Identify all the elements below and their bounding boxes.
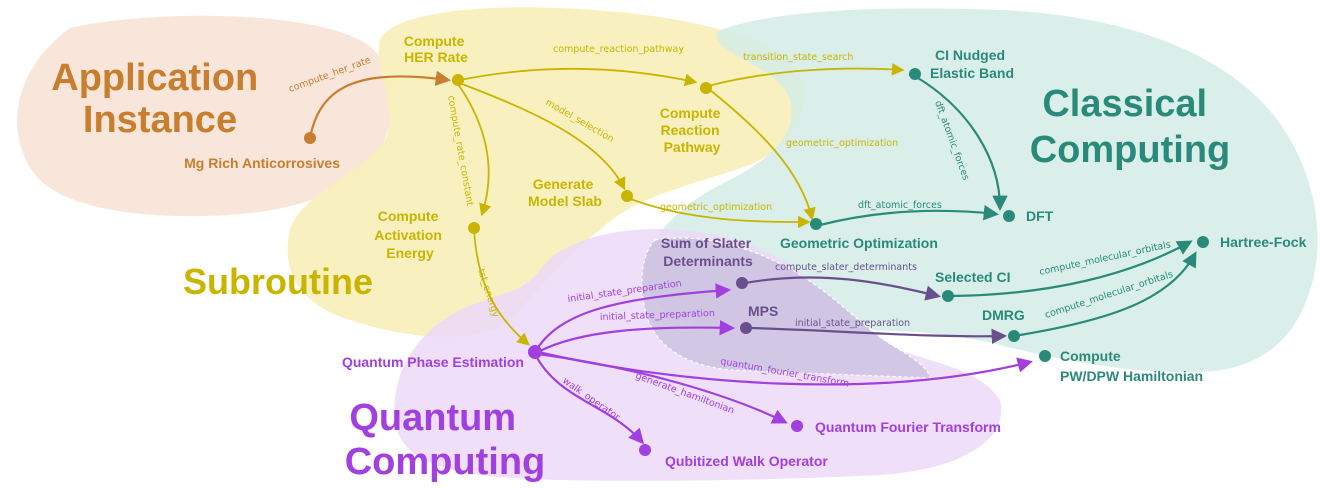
node-label-pw-dpw: Compute PW/DPW Hamiltonian [1060,348,1203,384]
node-hartree-fock[interactable] [1197,236,1209,248]
classical-region-title: Classical Computing [1030,83,1231,171]
edge-compute-rate-constant [457,83,492,217]
edge-tst-energy [473,229,530,346]
subroutine-region-title: Subroutine [183,261,373,302]
node-slater[interactable] [736,277,748,289]
edge-initial-state-preparation-3 [748,326,1008,345]
node-label-qpe: Quantum Phase Estimation [342,354,524,370]
node-mg-rich[interactable] [304,132,316,144]
node-model-slab[interactable] [621,190,633,202]
edge-initial-state-preparation-1 [534,283,732,353]
node-label-ci-neb: CI Nudged Elastic Band [930,47,1014,81]
edge-label-geometric-optimization-2: geometric_optimization [660,202,772,213]
node-label-mg-rich: Mg Rich Anticorrosives [184,155,340,171]
edge-geometric-optimization-1 [709,89,816,221]
edge-dft-atomic-forces-1 [917,77,1008,212]
node-label-selected-ci: Selected CI [935,269,1010,285]
node-dmrg[interactable] [1008,330,1020,342]
classical-region [646,8,1318,373]
edge-compute-reaction-pathway [459,68,698,87]
node-selected-ci[interactable] [942,290,954,302]
node-qpe[interactable] [528,345,542,359]
edge-model-selection [461,83,626,191]
node-label-reaction-pathway: Compute Reaction Pathway [660,105,725,155]
node-ci-neb[interactable] [909,68,921,80]
edge-compute-her-rate [308,70,452,139]
subroutine-region [287,7,805,337]
node-pw-dpw[interactable] [1039,350,1051,362]
node-qft[interactable] [791,420,803,432]
edge-compute-molecular-orbitals-2 [1019,251,1197,337]
edge-transition-state-search [707,63,905,87]
edge-label-initial-state-preparation-2: initial_state_preparation [600,308,715,323]
edge-label-geometric-optimization-1: geometric_optimization [786,138,898,149]
edge-generate-hamiltonian [537,352,788,424]
edge-label-compute-reaction-pathway: compute_reaction_pathway [553,44,684,55]
node-label-activation-energy: Compute Activation Energy [374,208,446,261]
application-region [17,15,394,217]
node-label-geometric-optimization: Geometric Optimization [780,235,938,251]
node-label-model-slab: Generate Model Slab [528,176,602,209]
edge-compute-molecular-orbitals-1 [949,240,1193,298]
node-activation-energy[interactable] [468,222,480,234]
node-label-dft: DFT [1026,208,1054,224]
edge-walk-operator [535,355,645,445]
quantum-region-title: Quantum Computing [345,397,546,483]
edge-geometric-optimization-2 [627,197,811,229]
node-geometric-optimization[interactable] [810,218,822,230]
edge-label-dft-atomic-forces-2: dft_atomic_forces [858,200,942,211]
node-reaction-pathway[interactable] [700,82,712,94]
node-label-dmrg: DMRG [982,307,1025,323]
node-mps[interactable] [740,322,752,334]
edge-label-compute-slater-determinants: compute_slater_determinants [775,262,917,273]
node-her-rate[interactable] [452,74,464,86]
edge-dft-atomic-forces-2 [819,205,1000,227]
edge-initial-state-preparation-2 [537,320,736,353]
edge-label-initial-state-preparation-3: initial_state_preparation [795,318,910,329]
node-dft[interactable] [1003,210,1015,222]
overlap-region [641,237,931,379]
node-label-mps: MPS [748,303,778,319]
edge-compute-slater-determinants [744,276,941,301]
application-region-title: Application Instance [51,57,268,141]
node-label-hartree-fock: Hartree-Fock [1220,234,1307,250]
node-label-slater: Sum of Slater Determinants [661,235,755,269]
node-qubitized-walk[interactable] [639,444,651,456]
node-label-qft: Quantum Fourier Transform [815,419,1001,435]
node-label-her-rate: Compute HER Rate [404,33,469,65]
node-label-qubitized-walk: Qubitized Walk Operator [665,453,828,469]
edge-label-transition-state-search: transition_state_search [743,52,853,63]
